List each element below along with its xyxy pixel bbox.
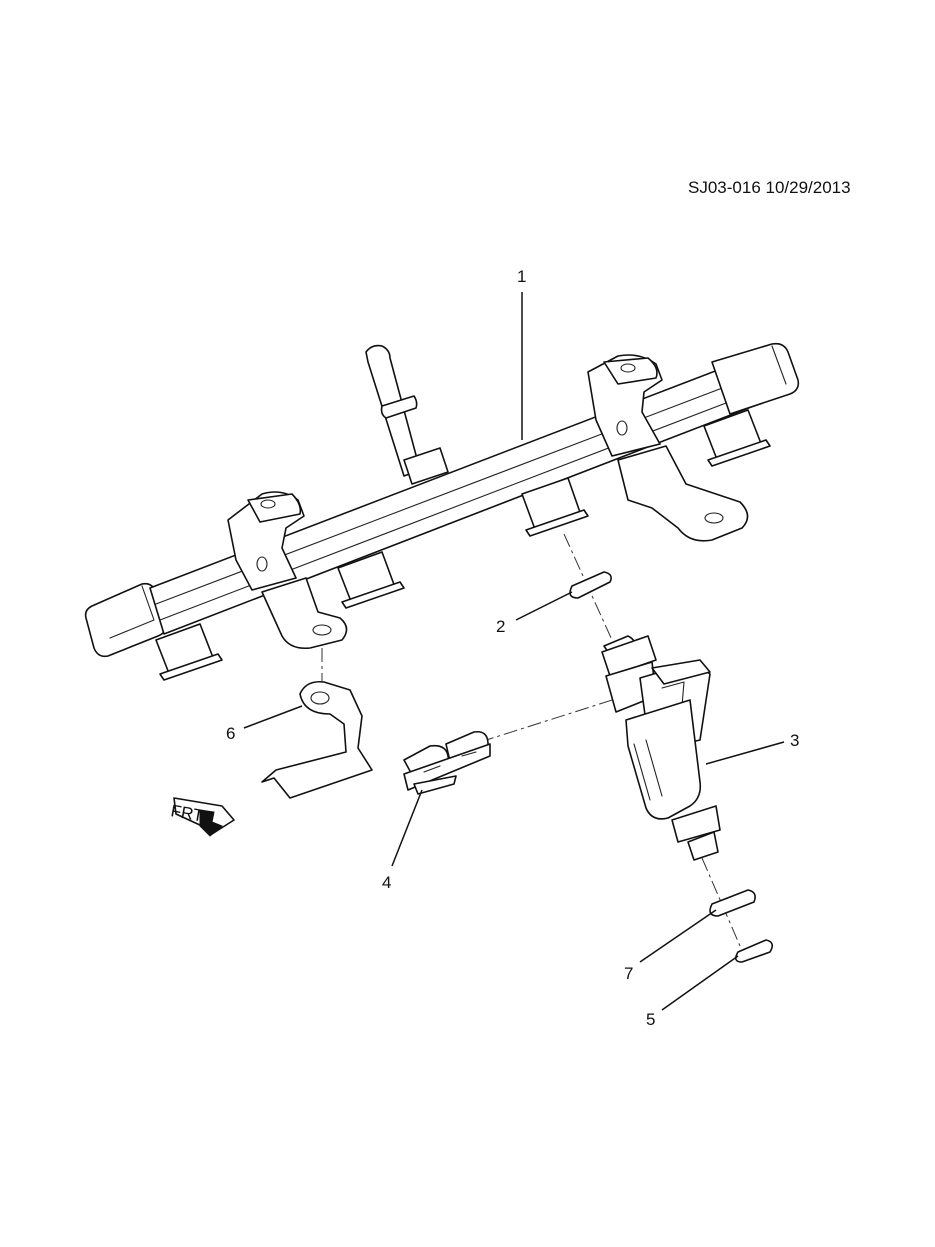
fuel-rail-assembly xyxy=(84,342,800,681)
mounting-bracket xyxy=(261,680,373,799)
callout-numbers: 1 2 3 4 5 6 7 xyxy=(226,267,799,1029)
callout-leaders xyxy=(243,292,785,1011)
injector-cup-3 xyxy=(521,477,589,537)
callout-6: 6 xyxy=(226,724,235,743)
callout-3: 3 xyxy=(790,731,799,750)
injector-cup-1 xyxy=(155,623,223,681)
callout-5: 5 xyxy=(646,1010,655,1029)
injector-retainer-clip xyxy=(403,730,491,795)
injector-cup-4 xyxy=(703,409,771,467)
fuel-injector xyxy=(601,635,721,861)
upper-o-ring xyxy=(569,571,612,599)
callout-7: 7 xyxy=(624,964,633,983)
injector-cup-2 xyxy=(337,551,405,609)
callout-1: 1 xyxy=(517,267,526,286)
lower-seal-5 xyxy=(734,939,774,963)
front-direction-arrow-icon: FRT xyxy=(169,797,235,837)
lower-o-ring-7 xyxy=(709,889,756,917)
callout-4: 4 xyxy=(382,873,391,892)
drawing-reference: SJ03-016 10/29/2013 xyxy=(688,178,851,197)
callout-2: 2 xyxy=(496,617,505,636)
